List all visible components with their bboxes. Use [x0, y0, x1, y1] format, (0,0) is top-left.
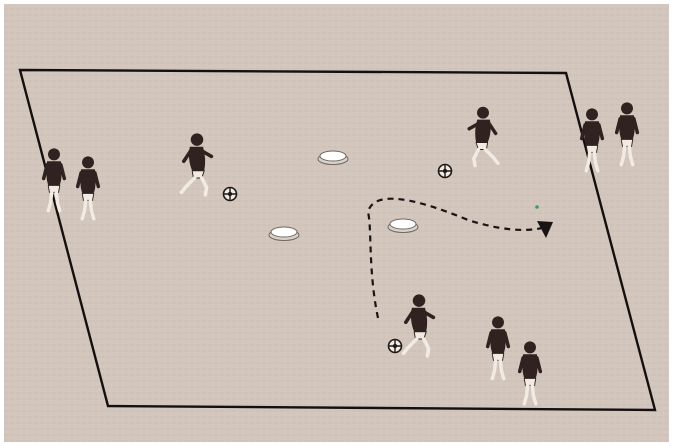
accent-dot [535, 205, 539, 209]
cone-2 [388, 219, 418, 233]
soccer-ball-icon [224, 188, 237, 201]
soccer-ball-icon [439, 165, 452, 178]
soccer-ball-icon [389, 340, 402, 353]
cone-3 [269, 227, 299, 241]
cone-1 [318, 151, 348, 165]
